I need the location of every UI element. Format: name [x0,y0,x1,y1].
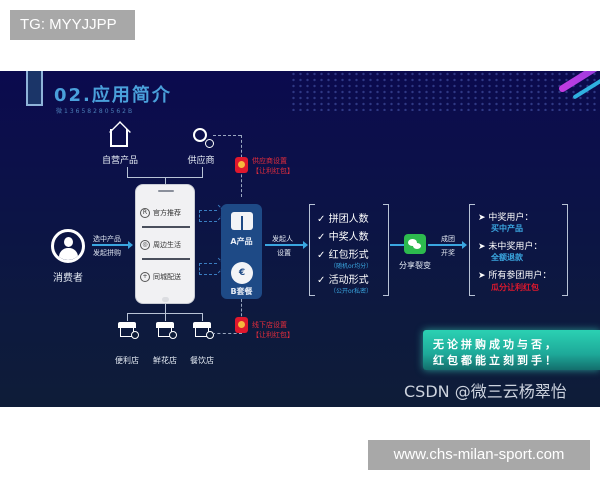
share-to-results-arrow [428,241,467,249]
phone-to-product-b-arrow [199,263,217,275]
consumer-label: 消费者 [53,273,83,284]
page-subtitle: 微13658280562B [56,108,135,115]
supplier-redpack-line1: 供应商设置 [252,157,287,165]
results-bracket-right [562,204,568,296]
supplier-redpack-line2: 【让利红包】 [252,167,294,175]
share-result-line2: 开奖 [441,249,455,257]
connector-line [165,177,166,184]
setting-item-note: （公开or私密） [330,288,373,295]
consumer-action-line1: 选中产品 [93,235,121,243]
store-label: 便利店 [115,356,139,365]
plus-delivery-icon: + [140,272,150,282]
store-label: 餐饮店 [190,356,214,365]
meal-set-icon: € [231,262,253,284]
consumer-to-phone-arrow [92,241,133,249]
products-panel: A产品 € B套餐 [221,204,262,299]
page-title: 02.应用简介 [54,85,172,106]
check-icon: ✓ [317,214,326,225]
flower-shop-icon [156,322,177,339]
check-icon: ✓ [317,232,326,243]
settings-bracket-right [383,204,389,296]
share-result-line1: 成团 [441,235,455,243]
initiator-line2: 设置 [277,249,291,257]
supplier-person-icon [193,128,214,148]
setting-item: ✓ 拼团人数 [317,214,369,225]
registered-icon: R [140,208,150,218]
setting-item-note: （随机or均分） [330,263,373,270]
store-label: 鲜花店 [153,356,177,365]
dashed-connector [213,135,241,136]
phone-menu-item: ◎周边生活 [140,238,192,252]
connector-line [127,167,128,177]
setting-item: ✓ 活动形式 [317,275,369,286]
promo-banner: 无论拼购成功与否， 红包都能立刻到手！ [423,330,600,370]
settings-bracket-left [309,204,315,296]
consumer-user-icon [51,229,85,263]
result-item: ➤ 所有参团用户： [478,271,552,281]
bottom-watermark-tag: www.chs-milan-sport.com [368,440,590,470]
location-pin-icon: ◎ [140,240,150,250]
share-label: 分享裂变 [399,261,431,270]
setting-item: ✓ 红包形式 [317,250,369,261]
connector-line [165,313,166,321]
connector-line [390,244,404,246]
dashed-connector [241,299,242,321]
result-item: ➤ 中奖用户： [478,213,534,223]
convenience-store-icon [118,322,139,339]
top-watermark-tag: TG: MYYJJPP [10,10,135,40]
banner-line2: 红包都能立刻到手！ [433,354,559,367]
restaurant-icon [193,322,214,339]
offline-redpack-line1: 线下店设置 [252,321,287,329]
connector-line [202,167,203,177]
offline-redpack-line2: 【让利红包】 [252,331,294,339]
supplier-red-packet-icon [235,157,248,173]
dot-pattern-decoration [290,71,600,111]
connector-line [127,313,128,321]
phone-to-product-a-arrow [199,210,217,222]
product-box-icon [231,212,253,230]
result-note: 瓜分让利红包 [491,283,539,292]
banner-line1: 无论拼购成功与否， [433,338,559,351]
title-accent-bar [26,71,43,106]
results-bracket-left [469,204,475,296]
check-icon: ✓ [317,250,326,261]
offline-red-packet-icon [235,317,248,333]
product-b-label: B套餐 [230,287,253,296]
result-note: 买中产品 [491,224,523,233]
dashed-connector [212,333,242,334]
result-item: ➤ 未中奖用户： [478,242,543,252]
self-product-label: 自营产品 [101,156,138,166]
app-intro-diagram: 02.应用简介 微13658280562B 消费者 选中产品 发起拼购 自营产品… [0,71,600,407]
self-product-house-icon [110,129,128,147]
connector-line [165,304,166,313]
setting-item: ✓ 中奖人数 [317,232,369,243]
result-note: 全额退款 [491,253,523,262]
check-icon: ✓ [317,275,326,286]
connector-line [202,313,203,321]
csdn-watermark: CSDN @微三云杨翠怡 [404,382,567,401]
consumer-action-line2: 发起拼购 [93,249,121,257]
product-to-settings-arrow [265,241,308,249]
pointer-icon: ➤ [478,213,486,223]
pointer-icon: ➤ [478,242,486,252]
phone-menu-item: +同城配送 [140,270,192,284]
supplier-label: 供应商 [187,156,215,166]
wechat-icon [404,234,426,254]
product-a-label: A产品 [230,237,253,246]
pointer-icon: ➤ [478,271,486,281]
initiator-line1: 发起人 [272,235,293,243]
